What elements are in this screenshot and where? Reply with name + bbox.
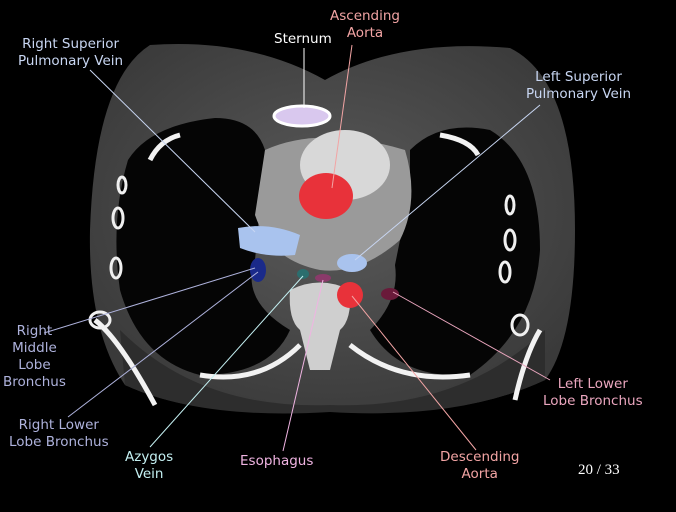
label-text: Descending [440,449,520,465]
esophagus-highlight [315,274,331,282]
ascending-aorta-highlight [299,173,353,219]
azygos-highlight [297,269,309,279]
label-text: Aorta [461,466,498,482]
label-esophagus: Esophagus [240,453,313,470]
label-text: Aorta [346,25,384,41]
label-sternum: Sternum [274,31,332,48]
label-text: Sternum [274,31,332,47]
label-text: Esophagus [240,453,314,469]
label-text: Right [16,323,53,339]
label-text: Middle [12,340,57,356]
label-text: Bronchus [3,374,66,390]
label-text: Left Lower [557,376,628,392]
slice-counter: 20 / 33 [578,462,620,478]
label-text: Lobe Bronchus [9,434,109,450]
label-text: Vein [134,466,164,482]
lllb-highlight [381,288,399,300]
left-lung [370,127,540,376]
label-text: Left Superior [535,69,622,85]
rspv-highlight [238,226,300,256]
vertebra [289,282,351,370]
label-text: Pulmonary Vein [526,86,632,102]
label-text: Right Lower [18,417,99,433]
label-text: Ascending [330,8,400,24]
label-text: Lobe Bronchus [543,393,643,409]
label-text: Right Superior [22,36,120,52]
label-text: Pulmonary Vein [18,53,124,69]
label-text: Azygos [125,449,174,465]
right-lung [116,118,290,375]
rmlb-highlight [250,258,266,282]
sternum [272,104,332,128]
leader-lines [43,44,551,452]
lspv-highlight [337,254,367,272]
label-text: Lobe [18,357,51,373]
